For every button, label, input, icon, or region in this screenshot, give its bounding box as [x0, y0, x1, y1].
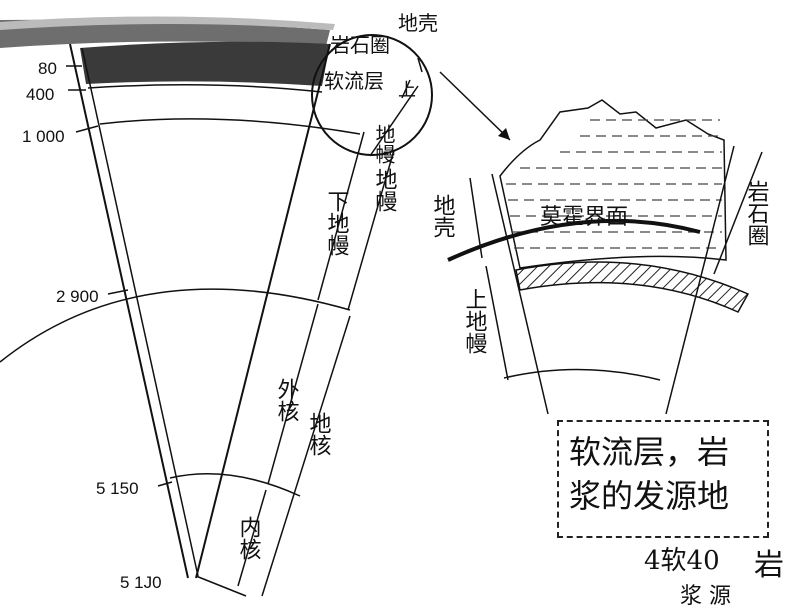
depth-2900: 2 900	[56, 287, 99, 306]
sector-right-edge	[195, 43, 331, 579]
label-outer-core: 外核	[274, 378, 300, 422]
mantle-dimension	[347, 149, 395, 311]
boundary-bottom	[195, 575, 247, 597]
upper-mantle-tick	[401, 79, 411, 99]
detail-bottom-arc	[503, 368, 661, 381]
hatched-band	[515, 261, 750, 313]
depth-80: 80	[38, 59, 57, 78]
bottom-fragment-left: 4软40	[644, 546, 720, 576]
detail-dash-lines	[506, 119, 722, 249]
label-lower-mantle: 下地幔	[324, 190, 350, 256]
lithosphere-band	[80, 41, 330, 86]
detail-label-lithosphere: 岩石圈	[744, 180, 770, 246]
magnifier-arrowhead	[498, 128, 510, 140]
moho-boundary	[447, 218, 701, 262]
label-lithosphere: 岩石圈	[330, 33, 390, 57]
label-mantle: 地幔	[372, 168, 398, 212]
inner-core-dimension	[237, 489, 267, 587]
crust-pointer	[417, 57, 423, 73]
tick-1000	[75, 125, 99, 133]
depth-1000: 1 000	[22, 127, 65, 146]
sector-left-edge-inner	[81, 47, 199, 577]
detail-upper-mantle-dimension	[485, 265, 509, 381]
bottom-fragment-under: 浆 源	[680, 584, 731, 609]
crust-outer-band	[0, 16, 335, 30]
magnifier-circle	[311, 34, 433, 156]
label-moho: 莫霍界面	[540, 205, 628, 230]
boundary-5150	[169, 473, 301, 497]
detail-crust-region	[499, 99, 727, 269]
note-line-1: 软流层，岩	[569, 433, 730, 471]
depth-5150: 5 150	[96, 479, 139, 498]
tick-5150	[157, 481, 173, 487]
detail-label-upper-mantle: 上地幔	[462, 288, 488, 354]
note-line-2: 浆的发源地	[569, 477, 730, 515]
detail-right-edge	[665, 145, 735, 415]
label-upper-short: 上	[398, 80, 416, 101]
sector-left-edge	[69, 43, 189, 579]
detail-left-edge	[491, 173, 549, 415]
bottom-fragment-right: 岩	[754, 548, 784, 583]
label-asthenosphere: 软流层	[324, 69, 384, 93]
magnifier-arrow	[439, 71, 511, 141]
boundary-2900	[0, 288, 351, 363]
lower-mantle-dimension	[317, 131, 365, 301]
depth-5170: 5 1J0	[120, 573, 162, 592]
core-dimension	[261, 315, 351, 597]
outer-core-dimension	[267, 303, 319, 485]
detail-crust-dimension	[469, 177, 483, 259]
label-core: 地核	[306, 412, 332, 456]
boundary-400	[87, 84, 323, 93]
tick-2900	[107, 289, 129, 295]
label-crust: 地壳	[398, 11, 438, 35]
detail-lithosphere-dimension	[713, 151, 763, 275]
note-box: 软流层，岩 浆的发源地	[557, 420, 769, 538]
detail-label-crust: 地壳	[430, 194, 456, 238]
upper-mantle-dimension	[369, 85, 419, 157]
crust-strip	[0, 19, 330, 48]
label-inner-core: 内核	[236, 516, 262, 560]
boundary-1000	[99, 118, 361, 135]
depth-400: 400	[26, 85, 54, 104]
